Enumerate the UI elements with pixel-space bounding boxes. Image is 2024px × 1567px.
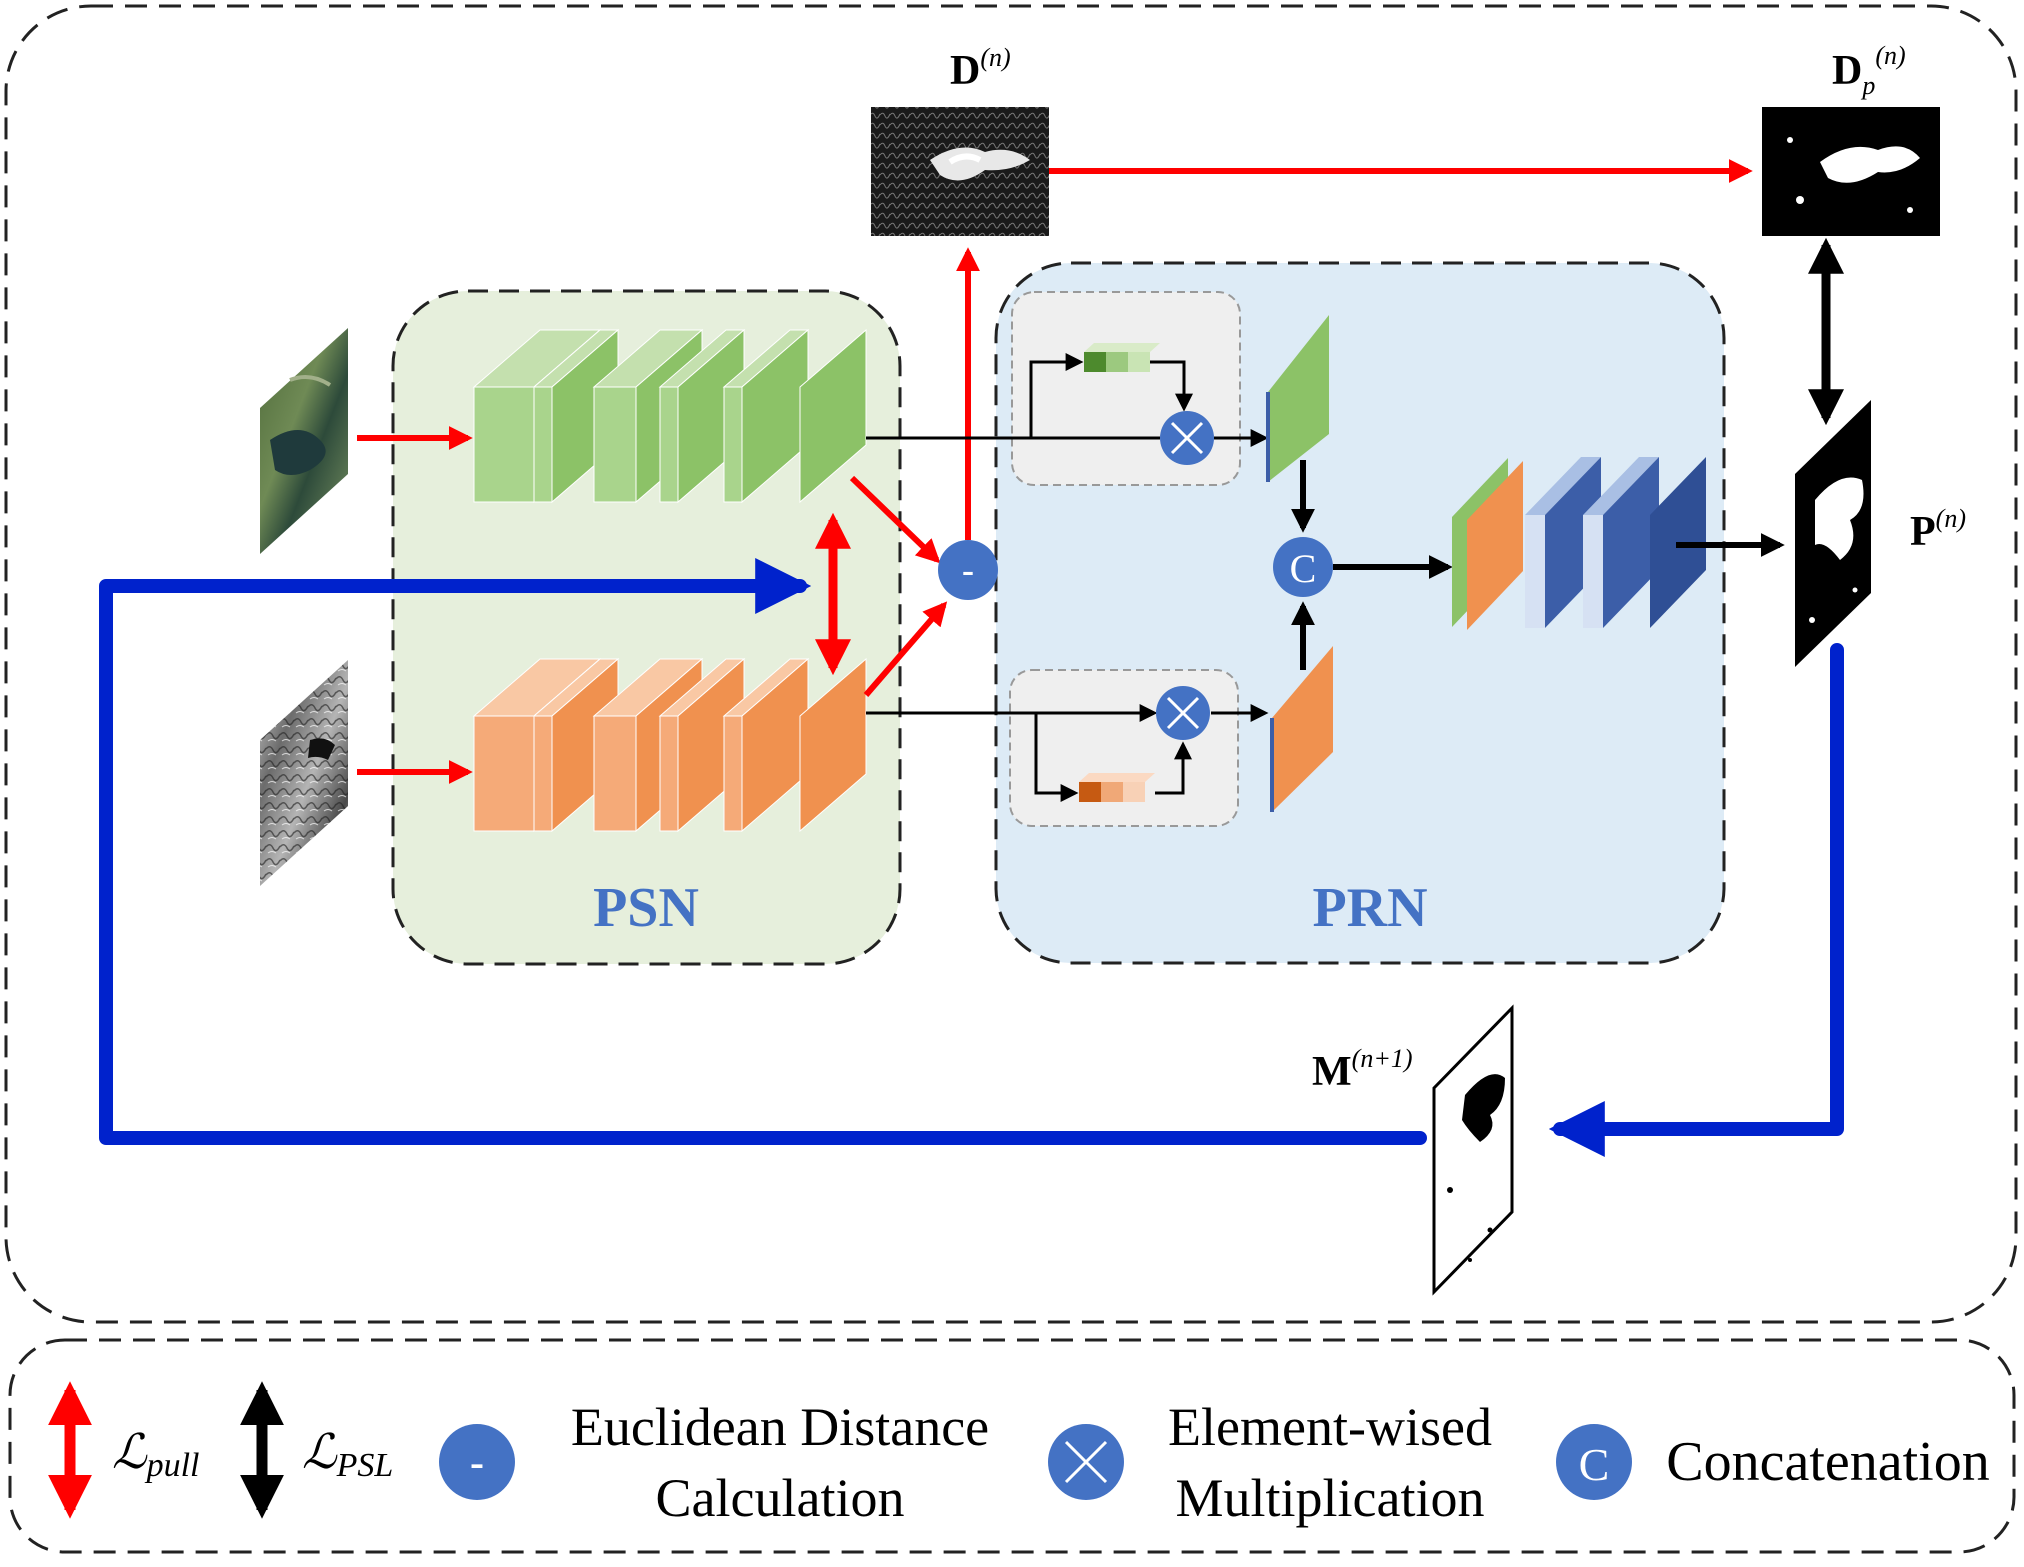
- orange-small-tensor: [1079, 773, 1155, 802]
- psn-sar-encoder: [472, 657, 867, 833]
- concat-op: C: [1273, 537, 1333, 597]
- legend: ℒpull ℒPSL - Euclidean Distance Calculat…: [48, 1381, 1990, 1528]
- distance-map-image: [871, 107, 1049, 236]
- green-small-tensor: [1084, 343, 1160, 372]
- prediction-label: P(n): [1910, 504, 1966, 555]
- minus-symbol: -: [962, 550, 974, 590]
- optical-input-image: [260, 328, 348, 554]
- legend-concat-icon: [1556, 1424, 1632, 1500]
- decoder-blue-layer-2: [1583, 457, 1659, 628]
- psn-label: PSN: [593, 877, 699, 939]
- mask-generation-path: [1548, 643, 1844, 1157]
- prediction-image: [1795, 400, 1871, 667]
- prn-sar-attention: [866, 669, 1269, 827]
- orange-layer-6: [799, 657, 867, 833]
- pseudo-map-label: Dp(n): [1832, 41, 1906, 100]
- sar-to-distance-arrow: [863, 601, 948, 697]
- prn-decoder: [1452, 457, 1706, 630]
- reweighted-sar-feature: [1270, 646, 1333, 812]
- green-layer-5: [722, 328, 810, 504]
- decoder-orange-slab: [1467, 461, 1523, 630]
- mask-feedback-path: [99, 558, 1427, 1145]
- multiply-cross-d: [1166, 696, 1200, 730]
- legend-frame: [8, 1338, 2016, 1554]
- legend-concat-symbol: C: [1579, 1439, 1610, 1490]
- legend-distance-line2: Calculation: [656, 1468, 905, 1528]
- legend-pull-label: ℒpull: [112, 1426, 199, 1484]
- green-layer-6: [799, 328, 867, 504]
- distance-map-label: D(n): [950, 43, 1011, 94]
- legend-multiply-cross-b: [1064, 1440, 1108, 1484]
- prn-label: PRN: [1312, 877, 1427, 939]
- legend-concat-label: Concatenation: [1666, 1431, 1989, 1493]
- psn-optical-encoder: [472, 328, 867, 504]
- orange-layer-5: [722, 657, 810, 833]
- prn-optical-attention: [866, 291, 1269, 486]
- legend-minus-icon: [439, 1424, 515, 1500]
- legend-minus-symbol: -: [470, 1440, 484, 1486]
- distance-op: -: [938, 540, 998, 600]
- mask-label: M(n+1): [1312, 1044, 1413, 1095]
- mask-image: [1432, 1004, 1514, 1296]
- legend-psl-label: ℒPSL: [302, 1426, 393, 1484]
- legend-distance-line1: Euclidean Distance: [571, 1397, 989, 1457]
- multiply-cross-b: [1170, 421, 1204, 455]
- main-frame: [4, 4, 2018, 1324]
- decoder-blue-layer-1: [1525, 457, 1601, 628]
- pseudo-label-image: [1762, 107, 1940, 236]
- legend-multiply-line2: Multiplication: [1176, 1468, 1485, 1528]
- optical-to-distance-arrow: [849, 475, 941, 564]
- reweighted-optical-feature: [1266, 315, 1329, 482]
- concat-symbol: C: [1290, 546, 1317, 591]
- legend-multiply-line1: Element-wised: [1168, 1397, 1492, 1457]
- sar-input-image: [260, 660, 348, 886]
